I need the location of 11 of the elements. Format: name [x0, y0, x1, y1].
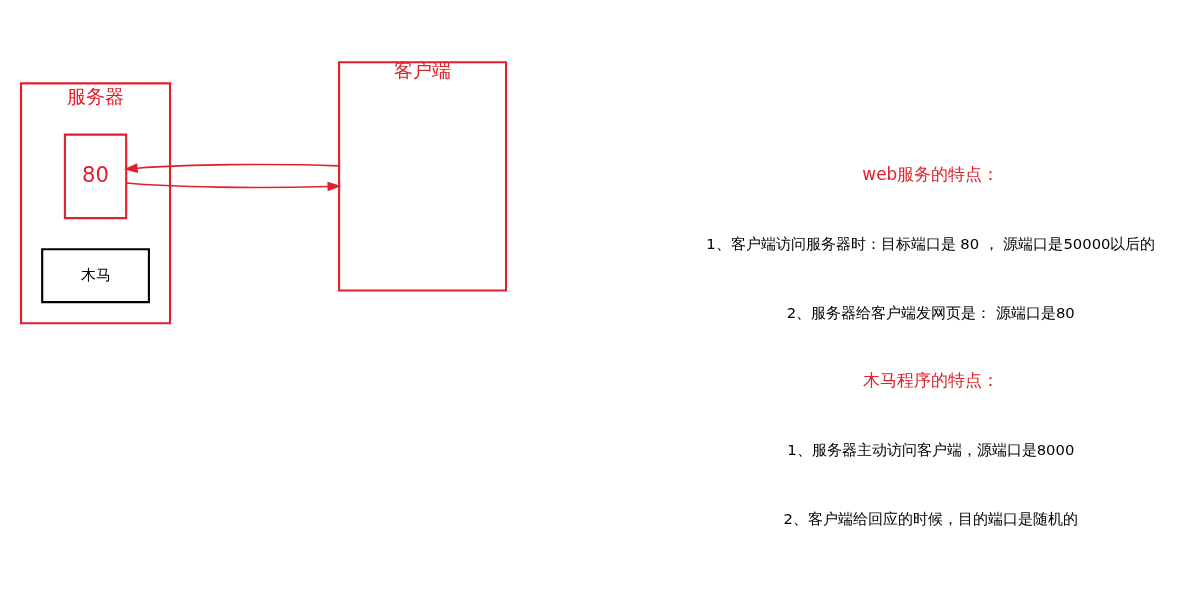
node-box: 客户端: [338, 61, 508, 292]
arrow: [125, 181, 342, 192]
label: web服务的特点：: [862, 164, 1000, 185]
arrow: [123, 163, 340, 173]
node-box: 木马: [41, 248, 150, 304]
label: 2、服务器给客户端发网页是： 源端口是80: [786, 303, 1075, 321]
label: 木马程序的特点：: [862, 370, 999, 391]
label: 2、客户端给回应的时候，目的端口是随机的: [783, 509, 1079, 527]
node-box: 80: [63, 133, 128, 220]
label: 1、服务器主动访问客户端，源端口是8000: [787, 440, 1075, 458]
label: 1、客户端访问服务器时：目标端口是 80 ， 源端口是50000以后的: [706, 234, 1156, 252]
